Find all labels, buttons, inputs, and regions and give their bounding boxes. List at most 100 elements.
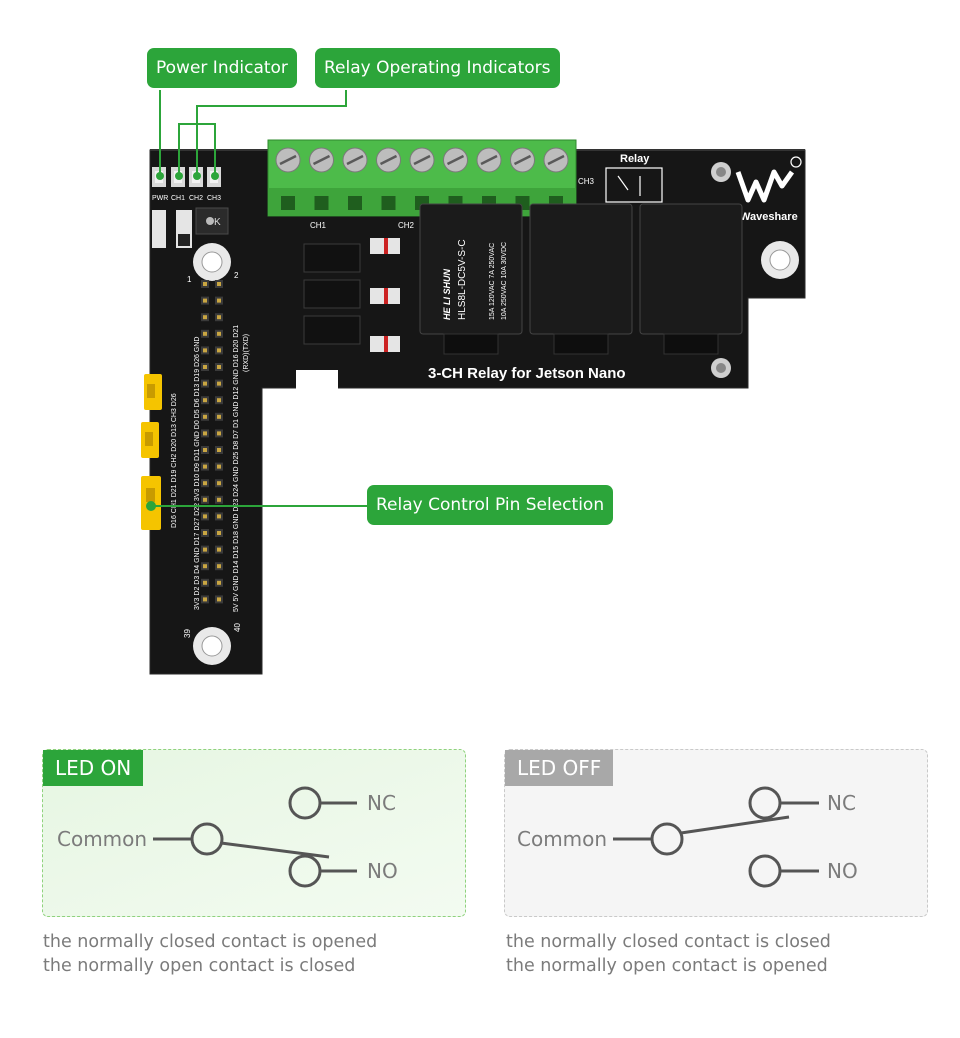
terminal-screw-slot xyxy=(312,154,331,166)
gpio-pin-core xyxy=(203,348,207,353)
mounting-holes xyxy=(193,162,799,665)
gpio-pin-core xyxy=(217,282,221,286)
uart-label: (RXD)(TXD) xyxy=(243,334,250,372)
gpio-pin-core xyxy=(217,348,221,353)
relay-rating-1: 15A 120VAC 7A 250VAC xyxy=(489,243,496,320)
callout-dots xyxy=(146,172,219,511)
terminal-socket xyxy=(314,196,329,210)
terminal-screw-slot xyxy=(413,154,431,166)
board-title: 3-CH Relay for Jetson Nano xyxy=(428,365,626,382)
gpio-pin-core xyxy=(203,564,207,569)
led-off-nc-contact xyxy=(748,786,782,820)
gpio-pin-core xyxy=(203,497,207,502)
gpio-pin-core xyxy=(217,298,221,303)
gpio-pin-core xyxy=(203,597,207,602)
led-on-caption-2: the normally open contact is closed xyxy=(43,956,356,976)
led-on-tag: LED ON xyxy=(43,750,144,786)
gpio-pin-core xyxy=(203,431,207,436)
gpio-pin-core xyxy=(203,464,207,469)
gpio-pin-core xyxy=(217,531,221,535)
led-label-pwr: PWR xyxy=(152,195,168,202)
gpio-pin-core xyxy=(217,564,221,569)
led-label-ch3: CH3 xyxy=(207,195,221,202)
relay-socket xyxy=(443,333,499,355)
terminal-screw-slot xyxy=(379,154,398,166)
header-left-labels: 3V3 D2 D3 D4 GND D17 D27 D22 3V3 D10 D9 … xyxy=(194,337,201,610)
gpio-pin-core xyxy=(217,381,221,386)
terminal-screw-slot xyxy=(446,154,465,166)
gpio-pin-core xyxy=(203,282,207,286)
gpio-pin-core xyxy=(203,365,207,369)
relay-board-illustration: PWR CH1 CH2 CH3 K 1 2 39 40 3V3 D2 D3 D4… xyxy=(141,90,806,675)
svg-text:K: K xyxy=(214,217,221,228)
gpio-pin-core xyxy=(217,315,221,320)
terminal-screw-slot xyxy=(547,154,565,166)
header-right-labels: 5V 5V GND D14 D15 D18 GND D23 D24 GND D2… xyxy=(233,325,240,612)
gpio-pin-core xyxy=(217,414,221,419)
brand-text: Waveshare xyxy=(740,211,798,223)
terminal-label-ch1: CH1 xyxy=(310,221,327,230)
gpio-pin-core xyxy=(217,481,221,486)
gpio-pin-core xyxy=(217,448,221,452)
gpio-pin-core xyxy=(203,398,207,403)
pin-label-2: 2 xyxy=(234,271,239,280)
callout-power-indicator: Power Indicator xyxy=(147,48,297,88)
gpio-pin-core xyxy=(217,331,221,336)
relay-brand-text: HE LI SHUN xyxy=(442,268,452,320)
terminal-label-ch3: CH3 xyxy=(578,177,595,186)
led-on-common-label: Common xyxy=(57,827,147,851)
led-off-common-contact xyxy=(650,822,684,856)
led-off-tag: LED OFF xyxy=(505,750,614,786)
led-on-no-label: NO xyxy=(367,859,398,883)
gpio-pin-core xyxy=(203,448,207,452)
gpio-pin-core xyxy=(217,464,221,469)
gpio-pin-core xyxy=(203,315,207,320)
board-slot xyxy=(296,368,338,390)
terminal-block xyxy=(267,139,577,217)
led-off-no-contact xyxy=(748,854,782,888)
led-off-switch-diagram: Common NC NO xyxy=(517,786,858,888)
pin-label-40: 40 xyxy=(233,623,242,632)
callout-relay-operating-indicators: Relay Operating Indicators xyxy=(315,48,560,88)
gpio-pin-core xyxy=(217,431,221,436)
pin-label-39: 39 xyxy=(183,629,192,638)
jumper-block xyxy=(141,374,162,530)
terminal-screw-slot xyxy=(513,154,532,166)
led-off-panel: LED OFF Common NC NO xyxy=(504,749,928,917)
relay-body xyxy=(529,203,633,335)
led-on-common-contact xyxy=(190,822,224,856)
gpio-pin-core xyxy=(203,531,207,535)
led-off-common-label: Common xyxy=(517,827,607,851)
terminal-label-ch2: CH2 xyxy=(398,221,415,230)
relay-body xyxy=(639,203,743,335)
relay-socket xyxy=(663,333,719,355)
gpio-pin-core xyxy=(217,580,221,585)
led-on-nc-label: NC xyxy=(367,791,396,815)
gpio-header xyxy=(201,280,223,604)
gpio-pin-core xyxy=(217,398,221,403)
gpio-pin-core xyxy=(203,381,207,386)
relay-rating-2: 10A 250VAC 10A 30VDC xyxy=(501,242,508,320)
diodes xyxy=(370,238,400,352)
terminal-socket xyxy=(348,196,362,210)
gpio-pin-core xyxy=(203,481,207,486)
terminal-screw-slot xyxy=(346,154,364,166)
led-label-ch1: CH1 xyxy=(171,195,185,202)
gpio-pin-core xyxy=(217,514,221,519)
pin-label-1: 1 xyxy=(187,275,192,284)
led-label-ch2: CH2 xyxy=(189,195,203,202)
terminal-socket xyxy=(381,196,396,210)
gpio-pin-core xyxy=(203,298,207,303)
terminal-screw-slot xyxy=(480,154,498,166)
gpio-pin-core xyxy=(203,414,207,419)
relay-model-text: HLS8L-DC5V-S-C xyxy=(457,239,468,320)
relays xyxy=(419,203,743,355)
led-on-switch-diagram: Common NC NO xyxy=(57,786,398,888)
led-on-panel: LED ON Common NC NO xyxy=(42,749,466,917)
gpio-pin-core xyxy=(203,514,207,519)
callout-relay-control-pin-selection: Relay Control Pin Selection xyxy=(367,485,614,525)
gpio-pin-core xyxy=(217,497,221,502)
optocouplers xyxy=(303,243,361,345)
gpio-pin-core xyxy=(203,547,207,552)
terminal-screw-slot xyxy=(279,154,297,166)
